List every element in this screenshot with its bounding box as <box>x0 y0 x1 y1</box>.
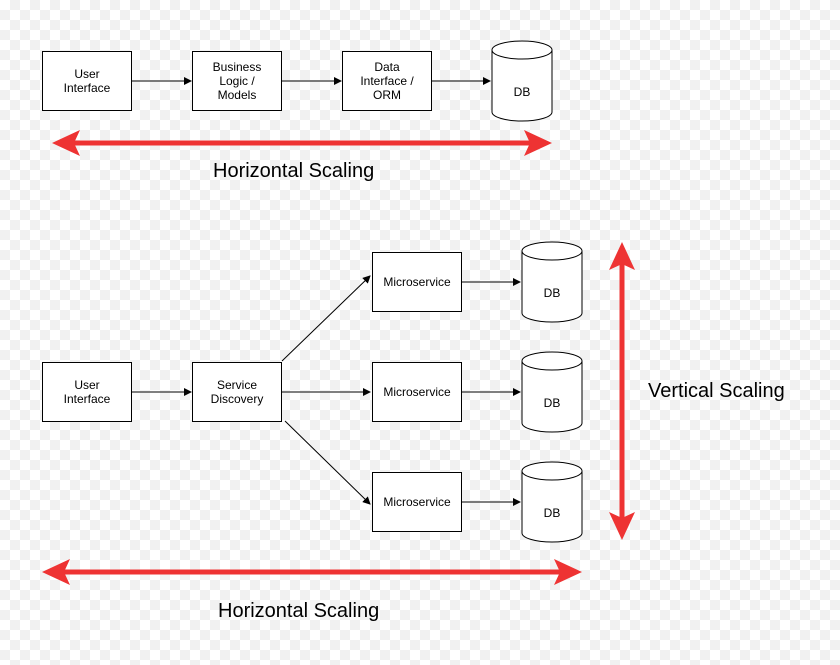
horizontal-scaling-label-bottom: Horizontal Scaling <box>218 600 380 622</box>
db-label-1: DB <box>543 286 561 300</box>
arrow-discovery-to-ms1 <box>281 275 371 362</box>
microservice-box-2: Microservice <box>372 362 462 422</box>
horizontal-scaling-arrow-top <box>52 130 552 156</box>
db-label-2: DB <box>543 396 561 410</box>
service-discovery-box: Service Discovery <box>192 362 282 422</box>
db-cylinder-1 <box>521 241 583 323</box>
db-cylinder-2 <box>521 351 583 433</box>
user-interface-box-bottom: User Interface <box>42 362 132 422</box>
db-cylinder-top <box>491 40 553 122</box>
db-label-3: DB <box>543 506 561 520</box>
business-logic-box: Business Logic / Models <box>192 51 282 111</box>
user-interface-box-top: User Interface <box>42 51 132 111</box>
db-cylinder-3 <box>521 461 583 543</box>
microservice-box-1: Microservice <box>372 252 462 312</box>
microservice-box-3: Microservice <box>372 472 462 532</box>
horizontal-scaling-arrow-bottom <box>42 559 582 585</box>
vertical-scaling-arrow <box>609 242 635 540</box>
arrow-discovery-to-ms3 <box>284 420 371 505</box>
data-interface-box: Data Interface / ORM <box>342 51 432 111</box>
db-label-top: DB <box>513 85 531 99</box>
vertical-scaling-label: Vertical Scaling <box>648 380 785 402</box>
horizontal-scaling-label-top: Horizontal Scaling <box>213 160 375 182</box>
